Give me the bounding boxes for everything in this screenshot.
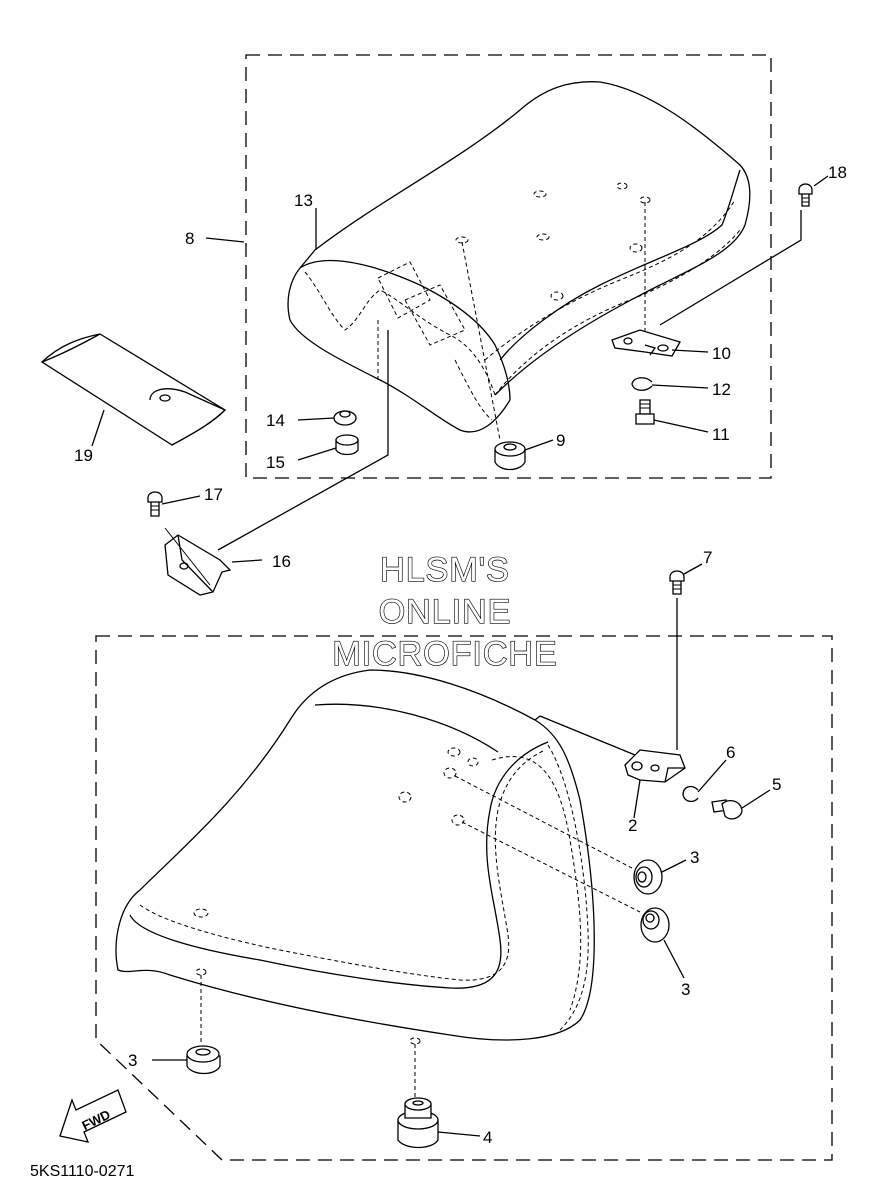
lower-assembly-box xyxy=(95,635,833,1161)
callout-17: 17 xyxy=(204,485,223,504)
nut-15 xyxy=(335,434,359,456)
clip-12 xyxy=(631,377,653,391)
clip-6 xyxy=(682,785,699,803)
passenger-seat xyxy=(287,81,751,441)
callout-3-upper: 3 xyxy=(690,848,699,867)
damper-3b xyxy=(640,907,670,943)
watermark-line-3: MICROFICHE xyxy=(332,635,557,673)
callout-15: 15 xyxy=(266,453,285,472)
callout-10: 10 xyxy=(712,344,731,363)
callout-5: 5 xyxy=(772,775,781,794)
callout-8: 8 xyxy=(185,229,194,248)
callout-3-lower: 3 xyxy=(128,1051,137,1070)
callout-12: 12 xyxy=(712,380,731,399)
screw-17 xyxy=(147,491,163,517)
screw-18 xyxy=(798,183,813,207)
bracket-2 xyxy=(624,749,686,783)
screw-7 xyxy=(669,570,685,595)
callout-3-middle: 3 xyxy=(681,980,690,999)
rider-seat xyxy=(115,669,641,1098)
watermark-line-1: HLSM'S xyxy=(380,551,510,589)
callout-19: 19 xyxy=(74,446,93,465)
damper-3c xyxy=(186,1045,221,1075)
fwd-arrow-icon: FWD xyxy=(59,1089,127,1143)
callout-4: 4 xyxy=(483,1128,492,1147)
callout-9: 9 xyxy=(556,431,565,450)
watermark-line-2: ONLINE xyxy=(379,593,512,631)
bolt-11 xyxy=(635,399,655,425)
bracket-16 xyxy=(164,527,232,596)
callout-2: 2 xyxy=(628,816,637,835)
callout-6: 6 xyxy=(726,743,735,762)
callout-14: 14 xyxy=(266,411,285,430)
callout-7: 7 xyxy=(703,548,712,567)
bracket-10 xyxy=(611,329,681,357)
callout-13: 13 xyxy=(294,191,313,210)
drawing-code: 5KS1110-0271 xyxy=(30,1163,134,1180)
damper-3a xyxy=(633,859,663,895)
upper-assembly-box xyxy=(245,54,772,479)
watermark: HLSM'S ONLINE MICROFICHE xyxy=(332,550,558,673)
callout-16: 16 xyxy=(272,552,291,571)
nut-14 xyxy=(333,410,357,426)
damper-4 xyxy=(397,1097,439,1149)
callout-18: 18 xyxy=(828,163,847,182)
seat-cover-19 xyxy=(40,333,227,446)
damper-9 xyxy=(494,441,526,471)
bolt-5 xyxy=(711,799,743,820)
callout-11: 11 xyxy=(712,425,730,444)
